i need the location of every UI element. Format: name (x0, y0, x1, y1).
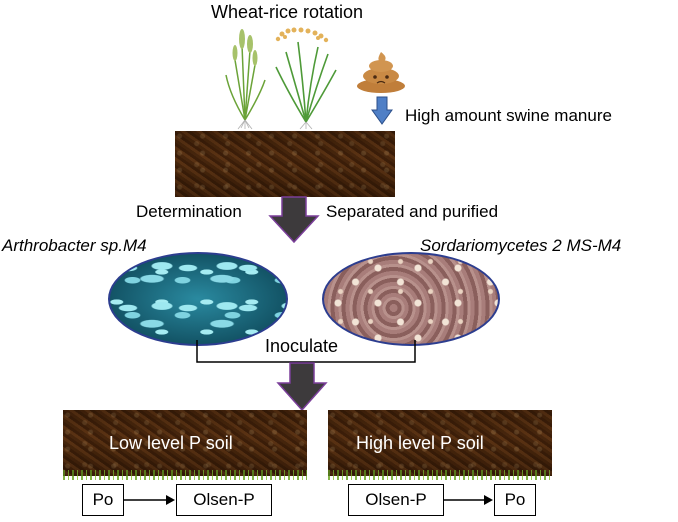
low-flow-arrow (124, 495, 175, 505)
determination-label: Determination (136, 202, 242, 221)
low-p-soil-block: Low level P soil (63, 410, 307, 480)
fungus-name: Sordariomycetes 2 MS-M4 (420, 236, 622, 255)
diagram-title: Wheat-rice rotation (211, 2, 364, 22)
high-p-soil-block: High level P soil (328, 410, 552, 480)
high-p-soil-label: High level P soil (356, 433, 484, 453)
bacteria-image (108, 252, 288, 346)
wheat-plant-icon (225, 29, 266, 130)
inoculate-label: Inoculate (262, 336, 342, 357)
inoculate-bracket (196, 340, 416, 363)
top-soil-block (175, 131, 395, 197)
big-down-arrow-top (268, 196, 320, 244)
high-flow-arrow (444, 495, 493, 505)
rice-plant-icon (275, 27, 337, 130)
fungi-image (322, 252, 500, 346)
big-down-arrow-bottom (276, 362, 328, 412)
separated-label: Separated and purified (326, 202, 499, 221)
low-flow-to-box: Olsen-P (176, 484, 272, 516)
high-flow-to-box: Po (494, 484, 536, 516)
bacterium-name: Arthrobacter sp.M4 (2, 236, 147, 255)
low-flow-from-box: Po (82, 484, 124, 516)
high-flow-from-box: Olsen-P (348, 484, 444, 516)
small-down-arrow (371, 96, 393, 125)
manure-label: High amount swine manure (405, 106, 612, 125)
low-p-soil-label: Low level P soil (109, 433, 233, 453)
manure-icon (357, 52, 405, 93)
